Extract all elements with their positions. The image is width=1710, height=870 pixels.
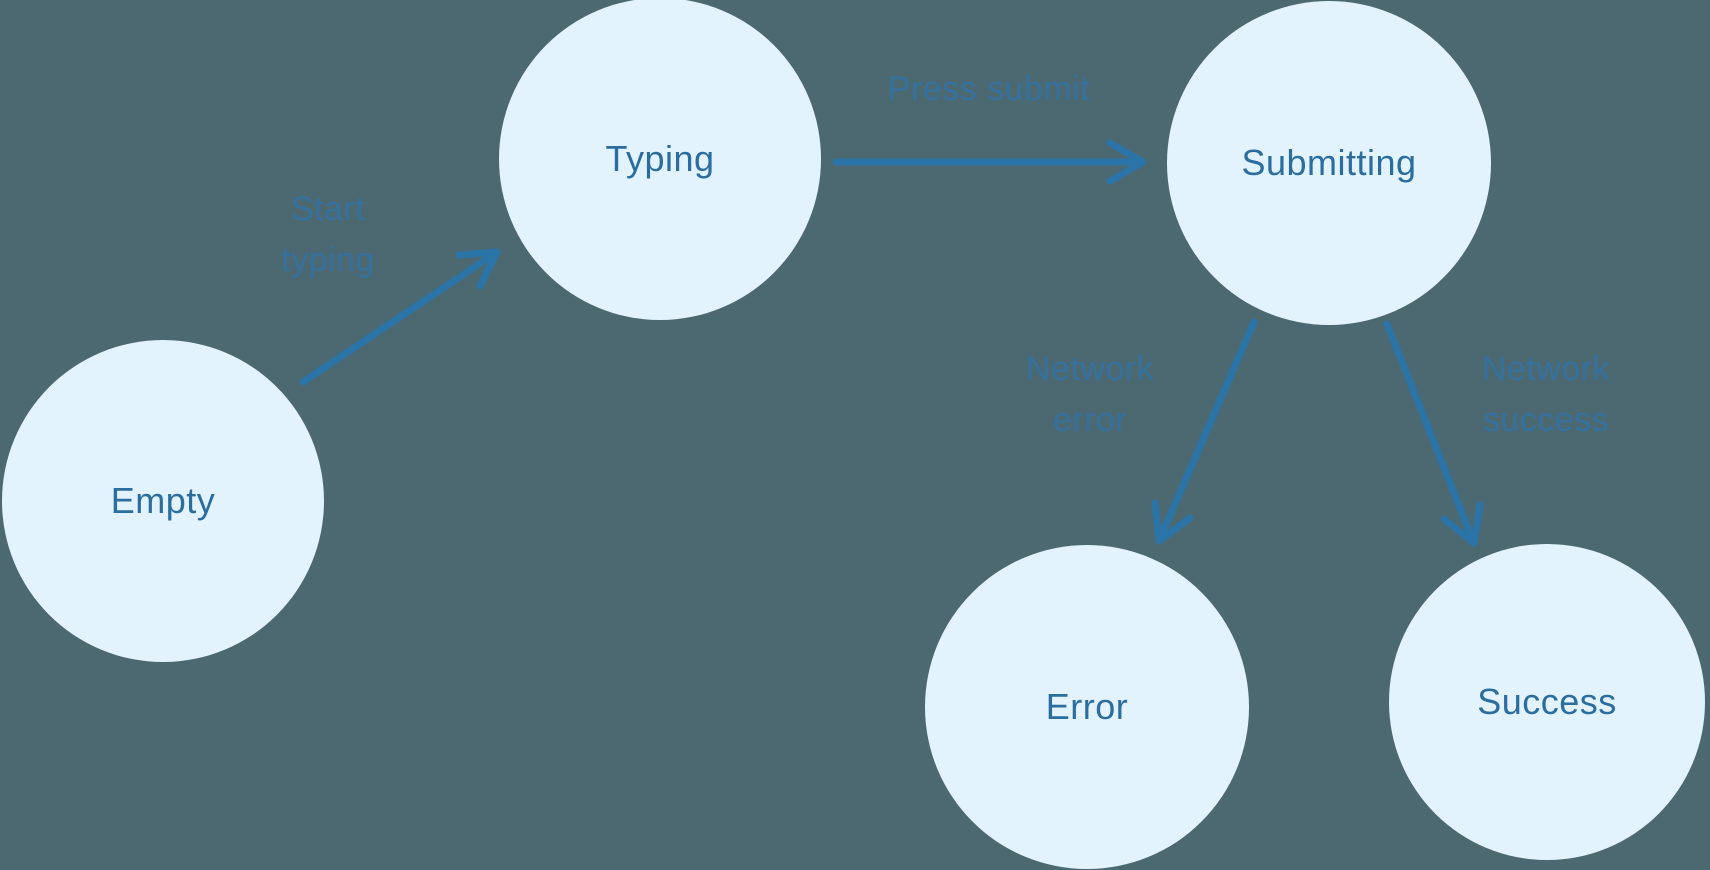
- state-label-typing: Typing: [605, 138, 715, 179]
- state-label-success: Success: [1477, 681, 1617, 722]
- state-label-empty: Empty: [110, 480, 216, 521]
- transition-arrow-typing-to-submitting: [832, 139, 1147, 185]
- state-label-error: Error: [1045, 686, 1129, 727]
- transition-label-network-error: Network error: [1025, 350, 1155, 439]
- transition-label-start-typing: Start typing: [281, 190, 375, 279]
- state-node-submitting: Submitting: [1167, 1, 1491, 325]
- state-node-typing: Typing: [499, 0, 821, 320]
- state-node-empty: Empty: [2, 340, 324, 662]
- transition-label-press-submit: Press submit: [887, 70, 1091, 108]
- transition-arrow-submitting-to-success: [1383, 320, 1484, 547]
- state-label-submitting: Submitting: [1241, 142, 1417, 183]
- state-node-error: Error: [925, 545, 1249, 869]
- state-node-success: Success: [1389, 544, 1705, 860]
- transition-label-network-success: Network success: [1481, 350, 1611, 439]
- transition-arrow-submitting-to-error: [1151, 318, 1258, 545]
- transition-arrow-empty-to-typing: [299, 248, 501, 386]
